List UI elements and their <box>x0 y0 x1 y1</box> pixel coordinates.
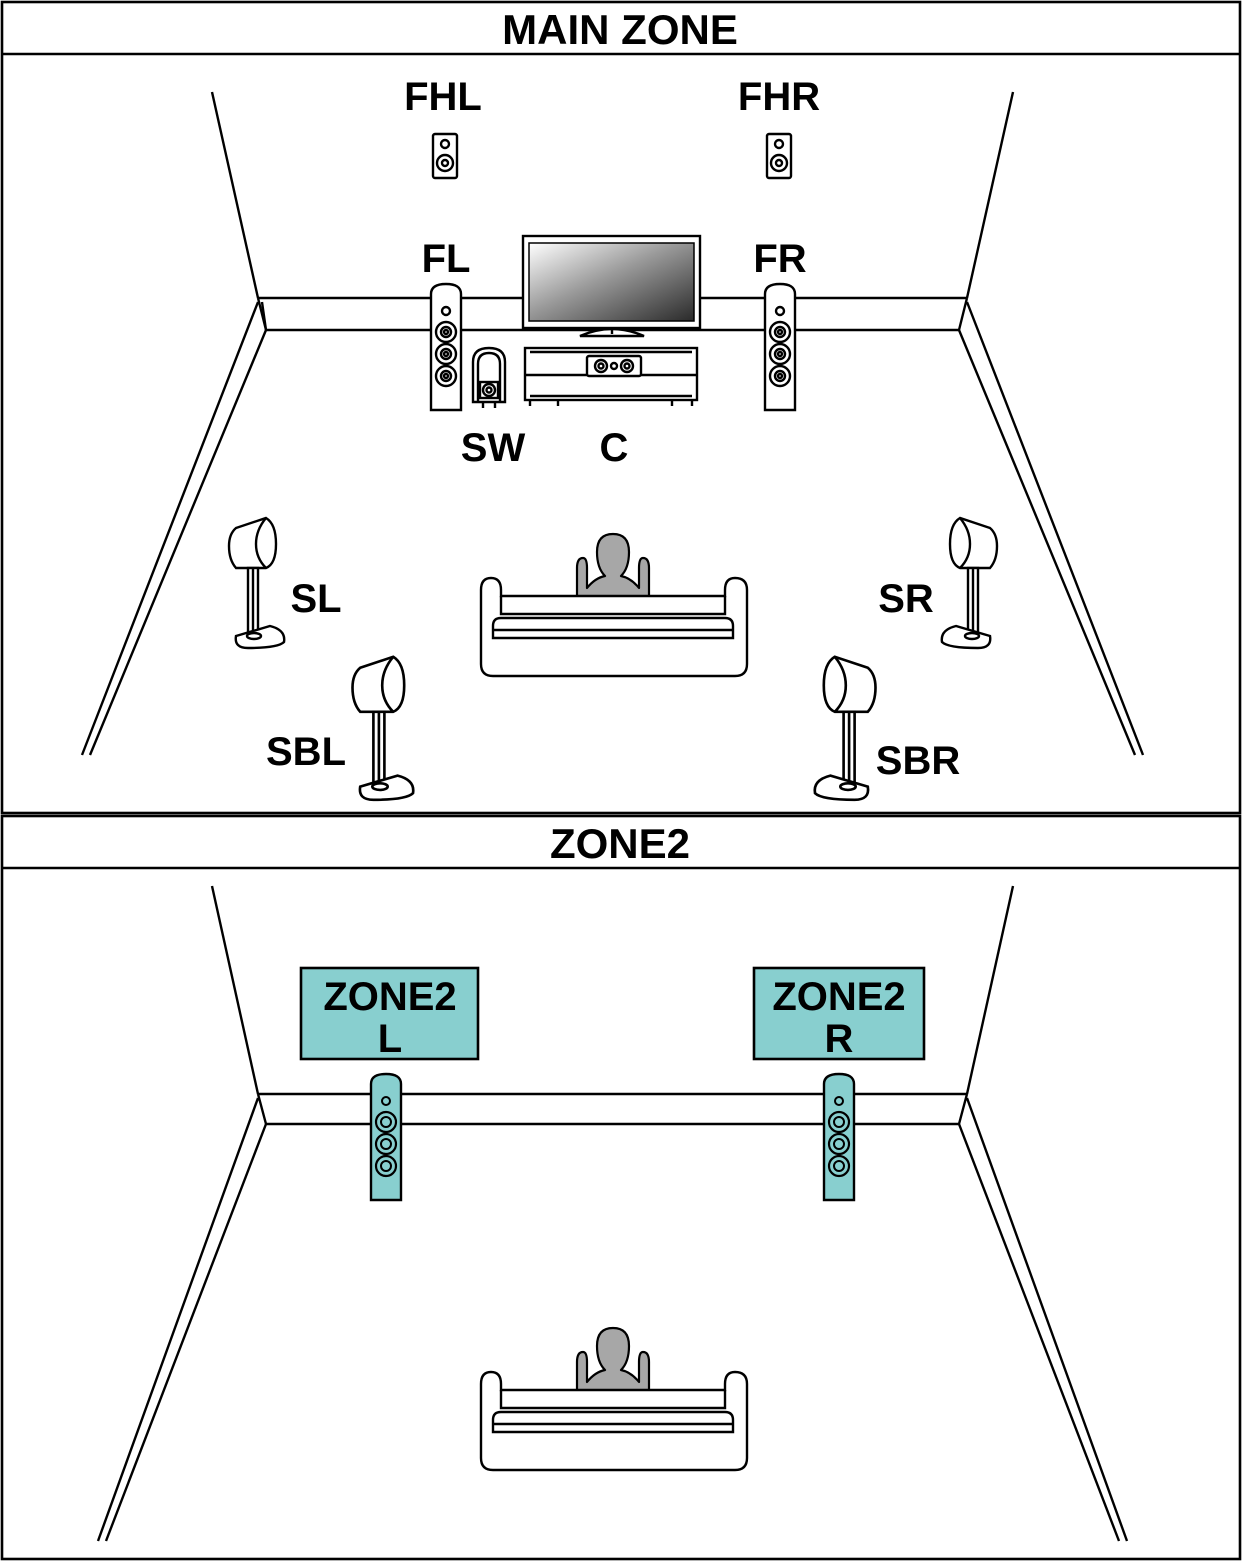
zone2-title: ZONE2 <box>550 820 690 867</box>
sw-speaker <box>471 346 507 408</box>
tv <box>521 234 702 406</box>
zone2-left-label-line1: ZONE2 <box>323 975 456 1019</box>
zone2-left-label-box: ZONE2 L <box>299 966 480 1061</box>
main-zone-title: MAIN ZONE <box>502 6 738 53</box>
fl-speaker <box>429 282 463 412</box>
zone2-right-speaker <box>822 1072 856 1202</box>
sbr-label: SBR <box>876 739 961 783</box>
fhr-label: FHR <box>738 75 820 119</box>
sbl-label: SBL <box>266 730 346 774</box>
fhl-speaker <box>431 132 459 180</box>
main-zone-panel: MAIN ZONE FHL FHR <box>0 0 1242 815</box>
zone2-right-label-line1: ZONE2 <box>772 975 905 1019</box>
fl-label: FL <box>422 237 471 281</box>
fhl-label: FHL <box>404 75 482 119</box>
sr-label: SR <box>878 577 934 621</box>
zone2-right-label-box: ZONE2 R <box>752 966 926 1061</box>
c-speaker <box>585 354 643 378</box>
c-label: C <box>600 426 629 470</box>
fr-speaker <box>763 282 797 412</box>
fr-label: FR <box>753 237 806 281</box>
zone2-left-label-line2: L <box>378 1017 402 1061</box>
zone2-left-speaker <box>369 1072 403 1202</box>
fhr-speaker <box>765 132 793 180</box>
sl-label: SL <box>290 577 341 621</box>
zone2-right-label-line2: R <box>825 1017 854 1061</box>
sw-label: SW <box>461 426 526 470</box>
zone2-panel: ZONE2 ZONE2 L ZONE2 R <box>0 814 1242 1561</box>
